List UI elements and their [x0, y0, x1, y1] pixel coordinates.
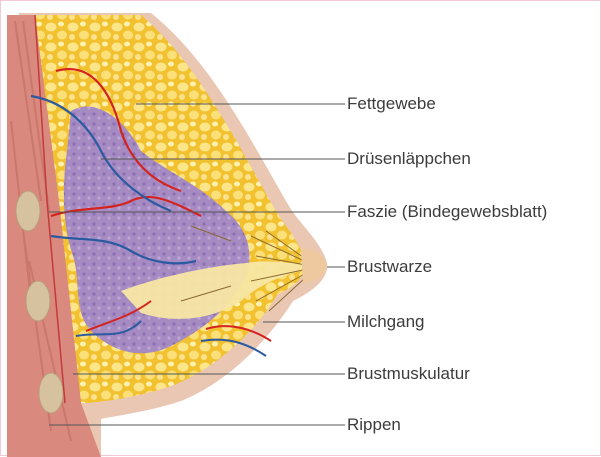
rib [26, 281, 50, 321]
label-faszie: Faszie (Bindegewebsblatt) [347, 202, 547, 222]
rib [39, 373, 63, 413]
label-druesenlaeppchen: Drüsenläppchen [347, 149, 471, 169]
label-rippen: Rippen [347, 415, 401, 435]
rib [16, 191, 40, 231]
label-fettgewebe: Fettgewebe [347, 94, 436, 114]
label-brustmuskulatur: Brustmuskulatur [347, 364, 470, 384]
label-milchgang: Milchgang [347, 312, 425, 332]
label-brustwarze: Brustwarze [347, 257, 432, 277]
